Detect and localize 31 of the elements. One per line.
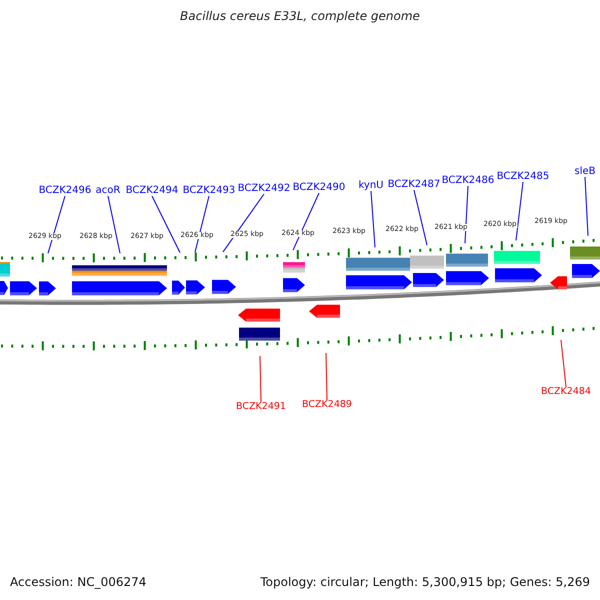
leader-line	[260, 356, 262, 402]
gene-label: BCZK2484	[541, 387, 591, 396]
gene-label: BCZK2487	[388, 180, 440, 190]
leader-line	[516, 182, 524, 241]
leader-line	[292, 192, 320, 251]
gene-label: BCZK2489	[302, 400, 352, 410]
leader-line	[194, 196, 210, 253]
leader-line	[108, 196, 120, 254]
gene-label: BCZK2485	[496, 172, 550, 182]
gene-label: BCZK2493	[182, 186, 236, 196]
gene-label: BCZK2490	[292, 183, 346, 193]
leader-line	[584, 176, 588, 236]
leader-line	[152, 196, 180, 254]
gene-label: BCZK2496	[38, 186, 92, 196]
title: Bacillus cereus E33L, complete genome	[180, 10, 420, 22]
gene-label: acoR	[96, 186, 120, 196]
accession-text: Accession: NC_006274	[10, 576, 146, 588]
gene-label: BCZK2486	[442, 176, 494, 186]
leader-line	[370, 190, 376, 248]
gene-label: sleB	[574, 167, 596, 177]
gene-label: BCZK2494	[126, 186, 178, 196]
leader-line	[326, 352, 328, 400]
leader-line	[464, 186, 468, 244]
gene-label: kynU	[358, 181, 384, 191]
genome-summary-text: Topology: circular; Length: 5,300,915 bp; Genes: 5,269	[260, 576, 590, 588]
leader-line	[560, 340, 566, 388]
leader-line	[414, 190, 428, 246]
gene-label: BCZK2491	[236, 402, 286, 412]
leader-line	[222, 194, 264, 252]
leader-line	[48, 196, 66, 254]
gene-label: BCZK2492	[238, 184, 290, 194]
